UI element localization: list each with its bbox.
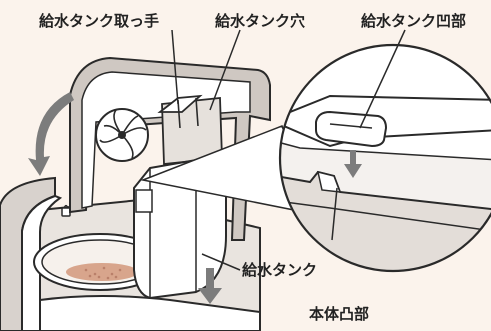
rotate-arrow-icon bbox=[28, 92, 74, 176]
water-tank bbox=[133, 94, 227, 300]
label-water-tank: 給水タンク bbox=[242, 261, 317, 279]
label-tank-handle: 給水タンク取っ手 bbox=[39, 12, 159, 30]
motion-arrows bbox=[28, 92, 222, 304]
zoom-detail bbox=[278, 43, 491, 273]
label-body-protrusion: 本体凸部 bbox=[309, 305, 369, 323]
tank-handle bbox=[157, 94, 203, 113]
label-tank-recess: 給水タンク凹部 bbox=[361, 12, 466, 30]
powder bbox=[66, 263, 138, 281]
leader-lines bbox=[171, 29, 406, 271]
lock-icon bbox=[61, 207, 71, 217]
body-protrusion bbox=[317, 170, 342, 193]
insert-arrow-icon bbox=[344, 150, 362, 178]
down-arrow-icon bbox=[198, 268, 222, 304]
tank-recess bbox=[315, 110, 388, 148]
label-tank-hole: 給水タンク穴 bbox=[215, 12, 305, 30]
